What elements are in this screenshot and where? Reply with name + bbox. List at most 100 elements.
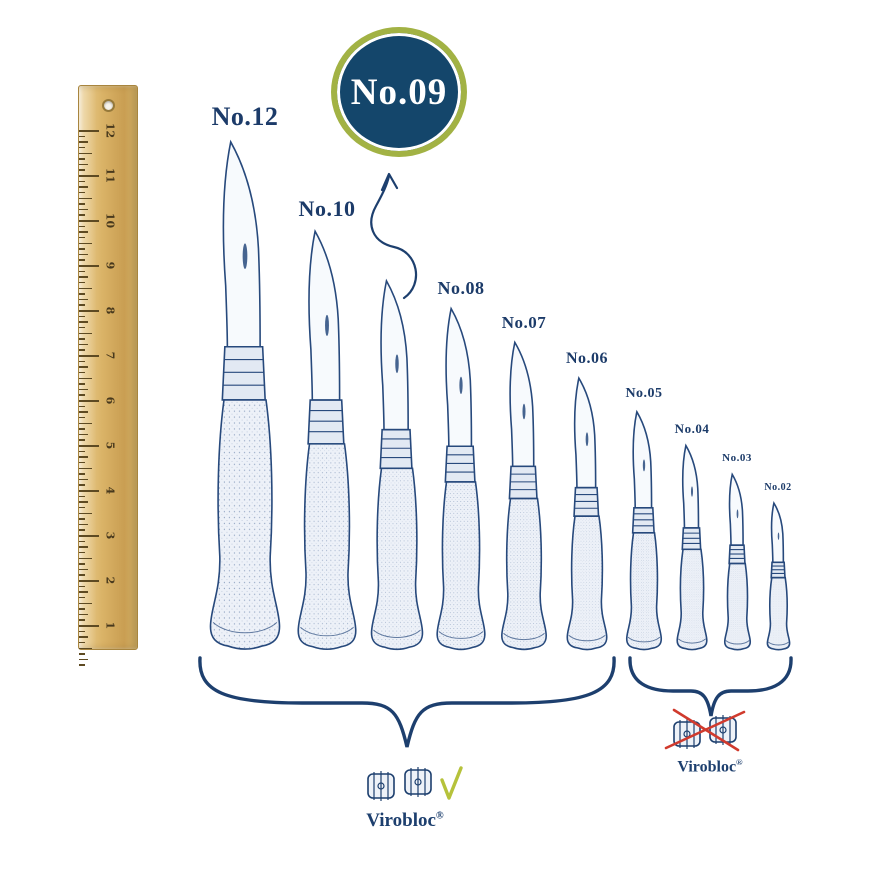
ruler-tick xyxy=(79,158,85,160)
knife-no03: No.03 xyxy=(722,452,753,650)
ruler-tick xyxy=(79,191,85,194)
knife-no04: No.04 xyxy=(674,421,710,650)
ruler-tick xyxy=(79,146,85,149)
ruler-tick xyxy=(79,298,88,301)
ruler-hole xyxy=(101,99,115,112)
ruler-tick xyxy=(79,416,85,419)
ruler-tick xyxy=(79,653,85,655)
ruler-tick xyxy=(79,287,92,289)
knife-no06: No.06 xyxy=(563,350,611,650)
ruler-tick xyxy=(79,518,85,520)
knife-illustration xyxy=(366,278,428,650)
knife-illustration xyxy=(292,228,362,650)
ruler-tick xyxy=(79,585,85,588)
ruler-tick xyxy=(79,293,85,295)
ruler-tick xyxy=(79,467,92,469)
ruler-tick xyxy=(79,383,85,385)
knife-illustration xyxy=(722,473,753,650)
ruler-tick xyxy=(79,220,99,222)
ruler-tick xyxy=(79,265,99,267)
ruler-tick xyxy=(79,180,85,183)
ruler-tick xyxy=(79,175,99,177)
ruler-tick xyxy=(79,315,85,318)
knife-size-label: No.04 xyxy=(674,421,710,436)
knife-size-label: No.07 xyxy=(501,313,547,332)
ruler-tick xyxy=(79,456,88,458)
knife-illustration xyxy=(203,138,287,650)
lock-icon-locked xyxy=(404,766,432,798)
ruler-tick xyxy=(79,484,85,486)
ruler-tick xyxy=(79,236,85,239)
knife-illustration xyxy=(623,410,665,650)
ruler-tick xyxy=(79,141,88,143)
ruler-tick xyxy=(79,512,92,514)
ruler-tick xyxy=(79,388,88,391)
ruler-tick xyxy=(79,411,88,413)
ruler-tick xyxy=(79,574,85,576)
knife-illustration xyxy=(497,340,551,650)
knife-illustration xyxy=(432,306,490,650)
ruler-tick xyxy=(79,495,85,498)
ruler-tick xyxy=(79,405,85,408)
ruler-tick xyxy=(79,428,85,430)
ruler-tick xyxy=(79,338,85,340)
ruler-tick xyxy=(79,608,85,610)
badge-pointer-arrow xyxy=(370,174,418,300)
ruler-tick xyxy=(79,630,85,633)
ruler-tick xyxy=(79,163,88,166)
virobloc-label-nonlocking: Virobloc® xyxy=(650,757,770,776)
knife-size-label: No.10 xyxy=(298,196,356,221)
ruler-tick xyxy=(79,304,85,306)
ruler-tick xyxy=(79,270,85,273)
ruler-tick xyxy=(79,490,99,492)
virobloc-lock-icons xyxy=(367,766,463,802)
ruler-tick xyxy=(79,557,92,559)
registered-mark: ® xyxy=(736,757,743,767)
ruler-tick xyxy=(79,366,88,368)
ruler-tick xyxy=(79,276,88,278)
ruler-tick xyxy=(79,540,85,543)
badge-label: No.09 xyxy=(350,71,448,113)
ruler-tick xyxy=(79,664,85,666)
ruler-tick xyxy=(79,360,85,363)
ruler-tick xyxy=(79,253,88,256)
ruler-tick xyxy=(79,326,85,329)
knife-size-label: No.06 xyxy=(565,350,609,367)
ruler-tick xyxy=(79,568,88,571)
ruler-tick xyxy=(79,506,85,509)
ruler-tick xyxy=(79,214,85,216)
ruler-tick xyxy=(79,501,88,503)
knife-illustration xyxy=(674,444,710,650)
ruler-tick xyxy=(79,529,85,531)
ruler-tick xyxy=(79,349,85,351)
ruler-tick xyxy=(79,343,88,346)
knife-size-label: No.03 xyxy=(722,452,752,464)
ruler-tick xyxy=(79,259,85,261)
ruler-tick xyxy=(79,248,85,250)
knife-size-label: No.05 xyxy=(625,386,663,401)
virobloc-text: Virobloc xyxy=(677,758,737,776)
ruler-tick xyxy=(79,208,88,211)
ruler-tick xyxy=(79,523,88,526)
ruler-tick xyxy=(79,321,88,323)
ruler-tick xyxy=(79,619,85,621)
knife-size-label: No.12 xyxy=(211,102,279,131)
ruler-tick xyxy=(79,371,85,374)
ruler-tick xyxy=(79,602,92,604)
ruler-tick xyxy=(79,580,99,582)
brace-nonlocking-group xyxy=(628,656,793,717)
knife-illustration xyxy=(563,376,611,650)
virobloc-text: Virobloc xyxy=(366,810,436,831)
ruler-tick xyxy=(79,445,99,447)
ruler-tick xyxy=(79,355,99,357)
ruler-tick xyxy=(79,394,85,396)
ruler-tick xyxy=(79,591,88,593)
ruler-tick xyxy=(79,563,85,565)
ruler-tick xyxy=(79,310,99,312)
knife-no08: No.08 xyxy=(432,278,490,650)
ruler-tick xyxy=(79,461,85,464)
knife-no02: No.02 xyxy=(764,482,792,650)
